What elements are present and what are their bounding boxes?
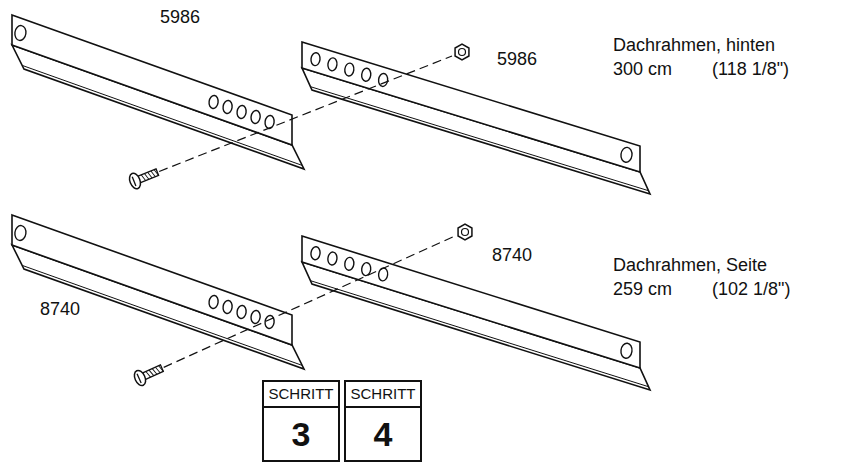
angle-beam — [12, 215, 304, 369]
part-label: 8740 — [492, 244, 532, 266]
part-label: 8740 — [40, 298, 80, 320]
bolt-hole — [14, 225, 27, 241]
bolt-hole — [250, 310, 261, 324]
part-label: (102 1/8") — [712, 278, 790, 300]
bolt-hole — [344, 63, 354, 77]
part-label: 5986 — [160, 6, 200, 28]
bolt-hole — [264, 115, 275, 129]
bolt-hole — [361, 68, 371, 82]
nut-symbol — [458, 224, 472, 240]
bolt-hole — [14, 25, 27, 41]
step-box: SCHRITT3 — [262, 380, 340, 462]
bolt-hole — [327, 57, 337, 71]
bolt-hole — [264, 315, 275, 329]
step-box: SCHRITT4 — [344, 380, 422, 462]
part-label: Dachrahmen, Seite — [613, 254, 767, 276]
beam-flange — [302, 68, 650, 194]
beam-lip — [22, 65, 302, 165]
step-heading: SCHRITT — [346, 382, 420, 408]
bolt-symbol — [132, 361, 165, 387]
part-label: 300 cm — [613, 58, 672, 80]
bolt-hole — [378, 267, 389, 281]
beam-face — [12, 215, 292, 345]
angle-beam — [12, 15, 304, 169]
step-heading: SCHRITT — [264, 382, 338, 408]
assembly-line — [164, 236, 455, 367]
bolt-symbol — [127, 165, 160, 191]
angle-beam — [302, 42, 650, 194]
bolt-hole — [236, 105, 247, 119]
assembly-line — [159, 56, 452, 171]
bolt-hole — [208, 95, 219, 109]
bolt-hole — [222, 300, 233, 314]
nut-symbol — [455, 44, 469, 60]
beam-lip — [311, 281, 649, 387]
beam-face — [302, 236, 640, 368]
bolt-hole — [620, 147, 633, 163]
bolt-hole — [620, 343, 633, 359]
bolt-hole — [250, 110, 261, 124]
step-number: 3 — [264, 408, 338, 460]
bolt-hole — [327, 252, 338, 266]
bolt-hole — [208, 295, 219, 309]
part-label: (118 1/8") — [712, 58, 789, 80]
beam-lip — [22, 265, 302, 365]
beam-lip — [311, 87, 649, 191]
bolt-hole — [222, 100, 233, 114]
part-label: 259 cm — [613, 278, 672, 300]
bolt-hole — [378, 73, 388, 87]
bolt-hole — [310, 246, 321, 260]
part-label: Dachrahmen, hinten — [613, 34, 775, 56]
bolt-hole — [344, 257, 355, 271]
bolt-hole — [236, 305, 247, 319]
bolt-hole — [310, 52, 320, 66]
step-number: 4 — [346, 408, 420, 460]
part-label: 5986 — [497, 48, 537, 70]
beam-face — [302, 42, 640, 172]
angle-beam — [302, 236, 650, 390]
beam-flange — [302, 262, 650, 390]
beam-face — [12, 15, 292, 145]
